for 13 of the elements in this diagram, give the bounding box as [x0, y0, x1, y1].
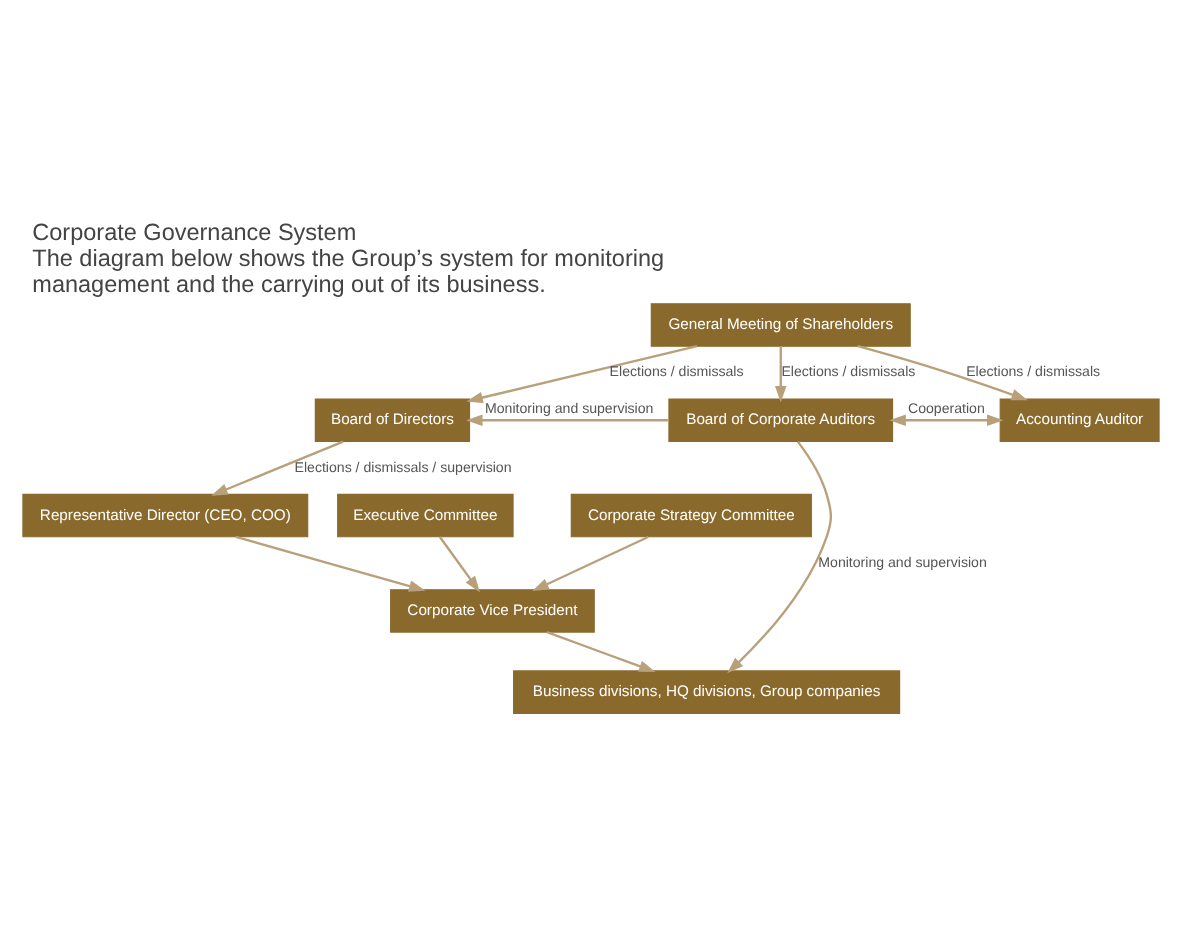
- arrow: [466, 414, 669, 427]
- caption: The diagram below shows the Group’s system for monitoring management and the carrying out of its business.: [32, 246, 665, 299]
- arrow: [546, 631, 656, 673]
- arrow: [466, 345, 698, 404]
- arrow: [438, 536, 480, 593]
- arrow: [727, 440, 833, 674]
- arrow: [532, 535, 649, 592]
- arrow: [857, 345, 1028, 401]
- arrow: [235, 535, 426, 592]
- arrow: [889, 414, 1004, 427]
- arrow: [774, 346, 787, 403]
- diagram-title: Corporate Governance System: [32, 220, 357, 247]
- arrow: [211, 440, 344, 496]
